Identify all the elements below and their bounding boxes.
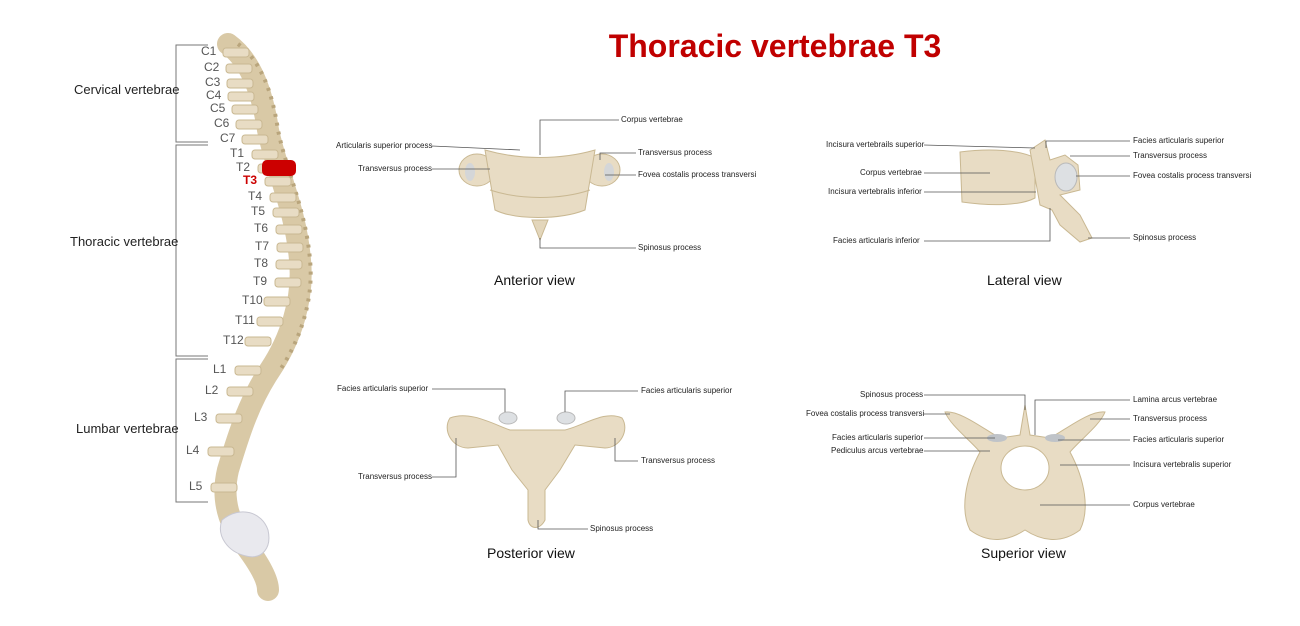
vertebra-label-c5: C5 (210, 101, 226, 115)
anterior-label-spinosus: Spinosus process (638, 243, 702, 252)
posterior-vertebra (446, 411, 626, 528)
spine-segment-t3 (264, 176, 292, 187)
lateral-view-title: Lateral view (987, 272, 1062, 288)
posterior-leader-lines (432, 388, 638, 530)
superior-label-corpus: Corpus vertebrae (1133, 500, 1195, 509)
vertebra-label-t6: T6 (254, 221, 269, 235)
vertebra-label-t1: T1 (230, 146, 245, 160)
vertebra-label-t4: T4 (248, 189, 263, 203)
anterior-label-corpus: Corpus vertebrae (621, 115, 683, 124)
lateral-leader-lines (923, 140, 1130, 242)
vertebra-label-c2: C2 (204, 60, 220, 74)
lateral-vertebra (959, 139, 1093, 243)
vertebra-label-c6: C6 (214, 116, 230, 130)
anterior-vertebra (458, 149, 621, 242)
spine-segment-c6 (235, 119, 263, 130)
spine-segment-c7 (241, 134, 269, 145)
superior-label-spinosus: Spinosus process (860, 390, 924, 399)
lateral-label-incisura-inf: Incisura vertebralis inferior (828, 187, 922, 196)
vertebra-label-l2: L2 (205, 383, 219, 397)
spine-segment-c2 (225, 63, 253, 74)
anterior-leader-lines (431, 119, 636, 249)
lateral-label-facies-sup: Facies articularis superior (1133, 136, 1225, 145)
t3-highlight (262, 160, 296, 176)
superior-label-fovea: Fovea costalis process transversi (806, 409, 925, 418)
spine-segment-c4 (227, 91, 255, 102)
vertebra-label-t12: T12 (223, 333, 244, 347)
vertebra-label-t2: T2 (236, 160, 251, 174)
spine-segment-l1 (234, 365, 262, 376)
superior-label-facies-left: Facies articularis superior (832, 433, 924, 442)
spine-segment-t9 (274, 277, 302, 288)
region-thoracic: Thoracic vertebrae (70, 234, 179, 249)
spine-segment-c3 (226, 78, 254, 89)
lateral-label-spinosus: Spinosus process (1133, 233, 1197, 242)
superior-label-facies-right: Facies articularis superior (1133, 435, 1225, 444)
vertebra-label-c7: C7 (220, 131, 236, 145)
posterior-label-facies-right: Facies articularis superior (641, 386, 733, 395)
thoracic-bracket (175, 144, 208, 357)
spine-segment-t10 (263, 296, 291, 307)
spine-segment-t1 (251, 149, 279, 160)
vertebra-label-l1: L1 (213, 362, 227, 376)
vertebra-label-c1: C1 (201, 44, 217, 58)
sacrum (220, 511, 270, 558)
page-title: Thoracic vertebrae T3 (608, 28, 942, 64)
superior-label-pediculus: Pediculus arcus vertebrae (831, 446, 924, 455)
superior-leader-lines (924, 394, 1130, 506)
lateral-label-incisura-sup: Incisura vertebrails superior (826, 140, 925, 149)
superior-view-title: Superior view (981, 545, 1066, 561)
lateral-label-fovea: Fovea costalis process transversi (1133, 171, 1252, 180)
vertebra-label-c4: C4 (206, 88, 222, 102)
spine-segment-c5 (231, 104, 259, 115)
lateral-label-facies-inf: Facies articularis inferior (833, 236, 920, 245)
spine-segment-t4 (269, 192, 297, 203)
spine-segment-t7 (276, 242, 304, 253)
posterior-label-spinosus: Spinosus process (590, 524, 654, 533)
spine-segment-l4 (207, 446, 235, 457)
spine-segment-c1 (222, 47, 250, 58)
spine-segment-l5 (210, 482, 238, 493)
vertebra-label-t8: T8 (254, 256, 269, 270)
vertebra-label-l5: L5 (189, 479, 203, 493)
spine-segment-l2 (226, 386, 254, 397)
spine-segment-t5 (272, 207, 300, 218)
vertebra-label-t7: T7 (255, 239, 270, 253)
vertebra-label-t9: T9 (253, 274, 268, 288)
vertebra-label-t3: T3 (243, 173, 258, 187)
anterior-label-fovea: Fovea costalis process transversi (638, 170, 757, 179)
superior-vertebra (944, 404, 1106, 540)
region-brackets (175, 44, 208, 503)
posterior-label-transversus-left: Transversus process (358, 472, 432, 481)
spine-column (207, 33, 313, 601)
superior-label-transversus: Transversus process (1133, 414, 1207, 423)
posterior-label-facies-left: Facies articularis superior (337, 384, 429, 393)
vertebra-label-t11: T11 (235, 313, 255, 327)
spine-segment-t6 (275, 224, 303, 235)
superior-label-lamina: Lamina arcus vertebrae (1133, 395, 1218, 404)
anterior-view-title: Anterior view (494, 272, 575, 288)
vertebra-label-l4: L4 (186, 443, 200, 457)
lateral-label-transversus: Transversus process (1133, 151, 1207, 160)
anterior-label-transversus-right: Transversus process (638, 148, 712, 157)
region-lumbar: Lumbar vertebrae (76, 421, 179, 436)
vertebra-label-l3: L3 (194, 410, 208, 424)
superior-label-incisura: Incisura vertebralis superior (1133, 460, 1232, 469)
spine-segment-l3 (215, 413, 243, 424)
spine-segment-t8 (275, 259, 303, 270)
vertebra-label-t5: T5 (251, 204, 266, 218)
lateral-label-corpus: Corpus vertebrae (860, 168, 922, 177)
vertebra-label-t10: T10 (242, 293, 263, 307)
anterior-label-transversus-left: Transversus process (358, 164, 432, 173)
region-cervical: Cervical vertebrae (74, 82, 180, 97)
anterior-label-articularis: Articularis superior process (336, 141, 433, 150)
spine-segment-t12 (244, 336, 272, 347)
lumbar-bracket (175, 358, 208, 503)
spine-segment-t11 (256, 316, 284, 327)
cervical-bracket (175, 44, 208, 143)
vertebra-label-c3: C3 (205, 75, 221, 89)
posterior-label-transversus-right: Transversus process (641, 456, 715, 465)
posterior-view-title: Posterior view (487, 545, 575, 561)
